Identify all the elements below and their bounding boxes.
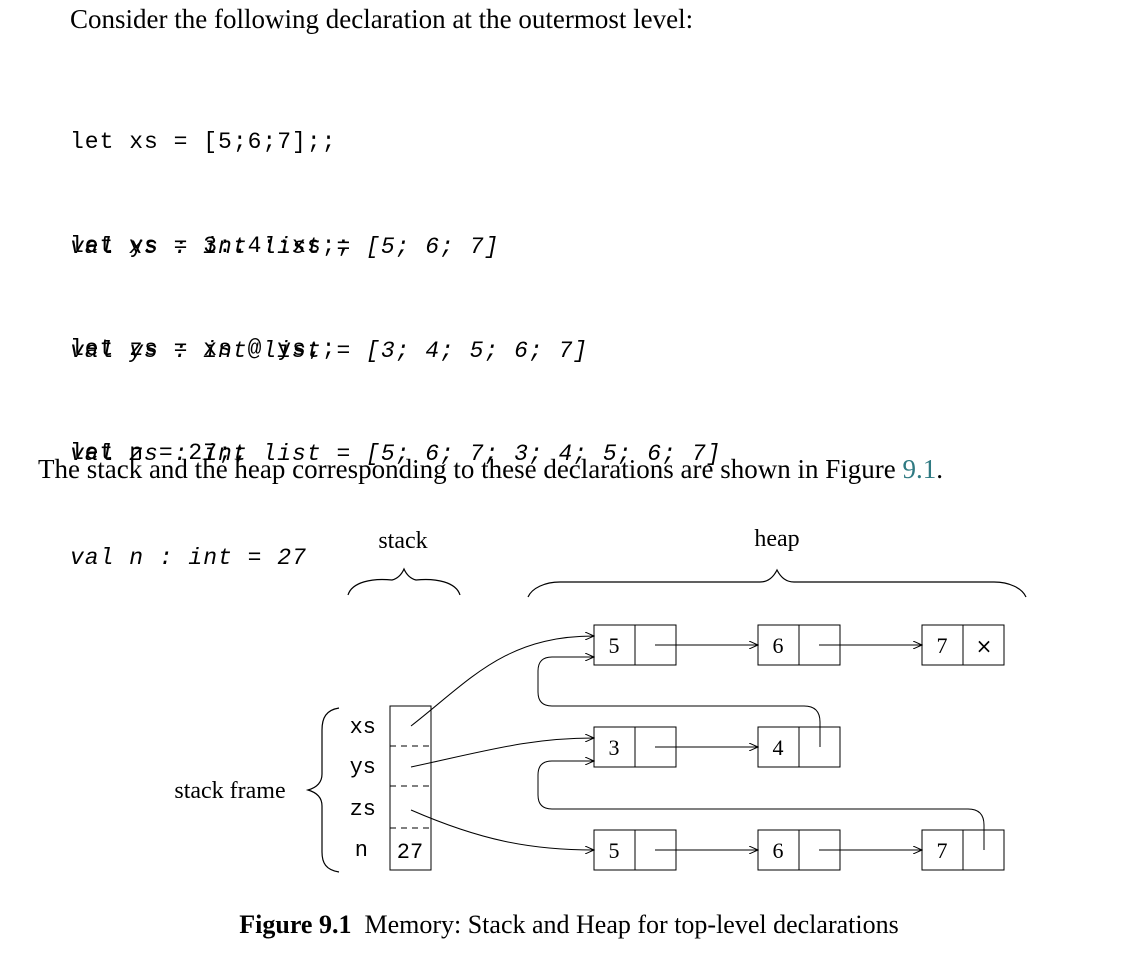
code-output: val n : int = 27: [70, 545, 307, 571]
ys-pointer-arrow: [410, 738, 594, 768]
zs-pointer-arrow: [410, 809, 594, 850]
code-output: val ys : int list = [3; 4; 5; 6; 7]: [70, 338, 589, 364]
heap-label: heap: [754, 526, 799, 552]
n-value: 27: [397, 840, 423, 865]
code-input: let ys = 3::4::xs;;: [70, 233, 352, 259]
figure-caption: Figure 9.1 Memory: Stack and Heap for to…: [0, 910, 1138, 940]
loopback-arrow: [537, 657, 821, 747]
code-input: let n = 27;;: [70, 440, 248, 466]
caption-text: Memory: Stack and Heap for top-level dec…: [364, 910, 899, 939]
code-block-xs: let xs = [5;6;7];; val xs : int list = […: [70, 55, 499, 300]
heap-cell-value: 3: [609, 735, 620, 760]
code-input: let xs = [5;6;7];;: [70, 129, 337, 155]
code-block-n: let n = 27;; val n : int = 27: [70, 366, 307, 611]
var-label-xs: xs: [350, 715, 376, 740]
heap-cell-value: 6: [773, 838, 784, 863]
caption-label: Figure 9.1: [239, 910, 352, 939]
stack-brace: [347, 567, 461, 596]
code-input: let zs = xs @ ys;;: [70, 336, 337, 362]
heap-cell-value: 5: [609, 633, 620, 658]
var-label-zs: zs: [350, 797, 376, 822]
loopback-arrow: [537, 761, 985, 850]
paragraph-text-before: The stack and the heap corresponding to …: [38, 454, 903, 484]
memory-diagram: stack heap stack frame xs ys zs n 27 5 6…: [174, 526, 1027, 873]
heap-cell-value: 7: [937, 838, 948, 863]
code-output: val xs : int list = [5; 6; 7]: [70, 234, 500, 260]
xs-pointer-arrow: [410, 636, 594, 727]
code-output: val zs : int list = [5; 6; 7; 3; 4; 5; 6…: [70, 441, 722, 467]
stack-frame-brace: [305, 707, 340, 873]
stack-label: stack: [378, 528, 427, 554]
figure-ref-link[interactable]: 9.1: [902, 454, 937, 484]
heap-brace: [527, 568, 1027, 598]
stack-frame-box: [389, 705, 432, 871]
nil-cross-icon: ×: [976, 634, 993, 658]
var-label-ys: ys: [350, 755, 376, 780]
code-block-ys: let ys = 3::4::xs;; val ys : int list = …: [70, 159, 588, 404]
heap-cell-value: 7: [937, 633, 948, 658]
heap-cell-value: 6: [773, 633, 784, 658]
intro-text: Consider the following declaration at th…: [70, 4, 694, 34]
paragraph-text-after: .: [936, 454, 943, 484]
var-label-n: n: [355, 838, 368, 863]
code-block-zs: let zs = xs @ ys;; val zs : int list = […: [70, 262, 721, 507]
stack-frame-label: stack frame: [174, 778, 285, 804]
heap-cell-value: 4: [773, 735, 784, 760]
figure-reference-paragraph: The stack and the heap corresponding to …: [38, 454, 943, 485]
heap-cell-value: 5: [609, 838, 620, 863]
